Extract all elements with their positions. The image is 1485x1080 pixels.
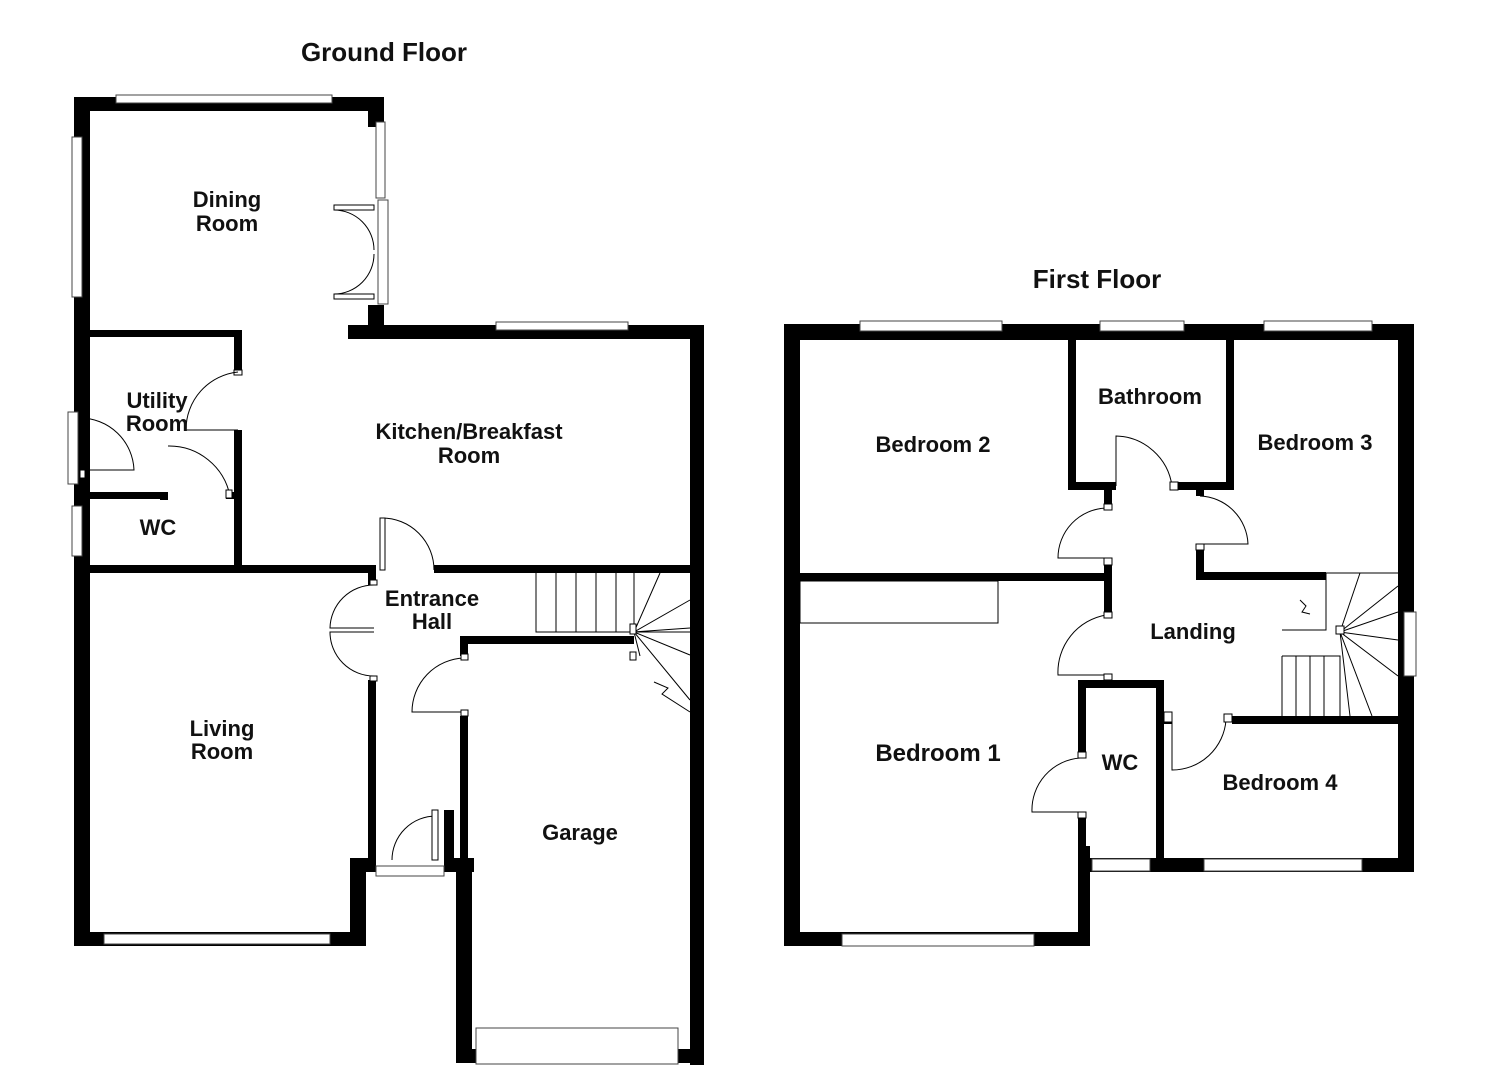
entrance-hall-label-line1: Entrance	[385, 586, 479, 611]
first-floor-plan: First Floor Bedroom 2 Bathroom Bedroom 3…	[784, 264, 1417, 947]
bedroom-4-label: Bedroom 4	[1223, 770, 1339, 795]
living-room-label-line1: Living	[190, 716, 255, 741]
ground-floor-plan: Ground Floor Dining Room Utility Room Ki…	[67, 37, 704, 1065]
bedroom-1-label: Bedroom 1	[875, 740, 1000, 767]
ground-floor-windows	[67, 94, 679, 1065]
bedroom-2-label: Bedroom 2	[876, 432, 991, 457]
dining-room-label-line1: Dining	[193, 187, 261, 212]
kitchen-label-line1: Kitchen/Breakfast	[375, 419, 563, 444]
living-room-label-line2: Room	[191, 739, 253, 764]
first-floor-stairs	[1281, 572, 1399, 717]
first-floor-windows	[841, 320, 1417, 947]
ground-floor-stairs	[535, 572, 691, 713]
ground-floor-doors	[79, 204, 469, 861]
first-floor-doors	[1031, 435, 1249, 819]
first-wc-label: WC	[1102, 750, 1139, 775]
ground-floor-title: Ground Floor	[301, 37, 467, 67]
bathroom-label: Bathroom	[1098, 384, 1202, 409]
built-in-wardrobe	[799, 580, 999, 624]
ground-floor-labels: Ground Floor Dining Room Utility Room Ki…	[126, 37, 618, 845]
utility-room-label-line1: Utility	[126, 388, 188, 413]
entrance-hall-label-line2: Hall	[412, 609, 452, 634]
bedroom-3-label: Bedroom 3	[1258, 430, 1373, 455]
garage-label: Garage	[542, 820, 618, 845]
first-floor-walls	[784, 324, 1414, 946]
kitchen-label-line2: Room	[438, 443, 500, 468]
first-floor-title: First Floor	[1033, 264, 1162, 294]
utility-room-label-line2: Room	[126, 411, 188, 436]
dining-room-label-line2: Room	[196, 211, 258, 236]
ground-floor-walls	[74, 97, 704, 1065]
first-floor-labels: First Floor Bedroom 2 Bathroom Bedroom 3…	[875, 264, 1372, 795]
landing-label: Landing	[1150, 619, 1236, 644]
ground-wc-label: WC	[140, 515, 177, 540]
